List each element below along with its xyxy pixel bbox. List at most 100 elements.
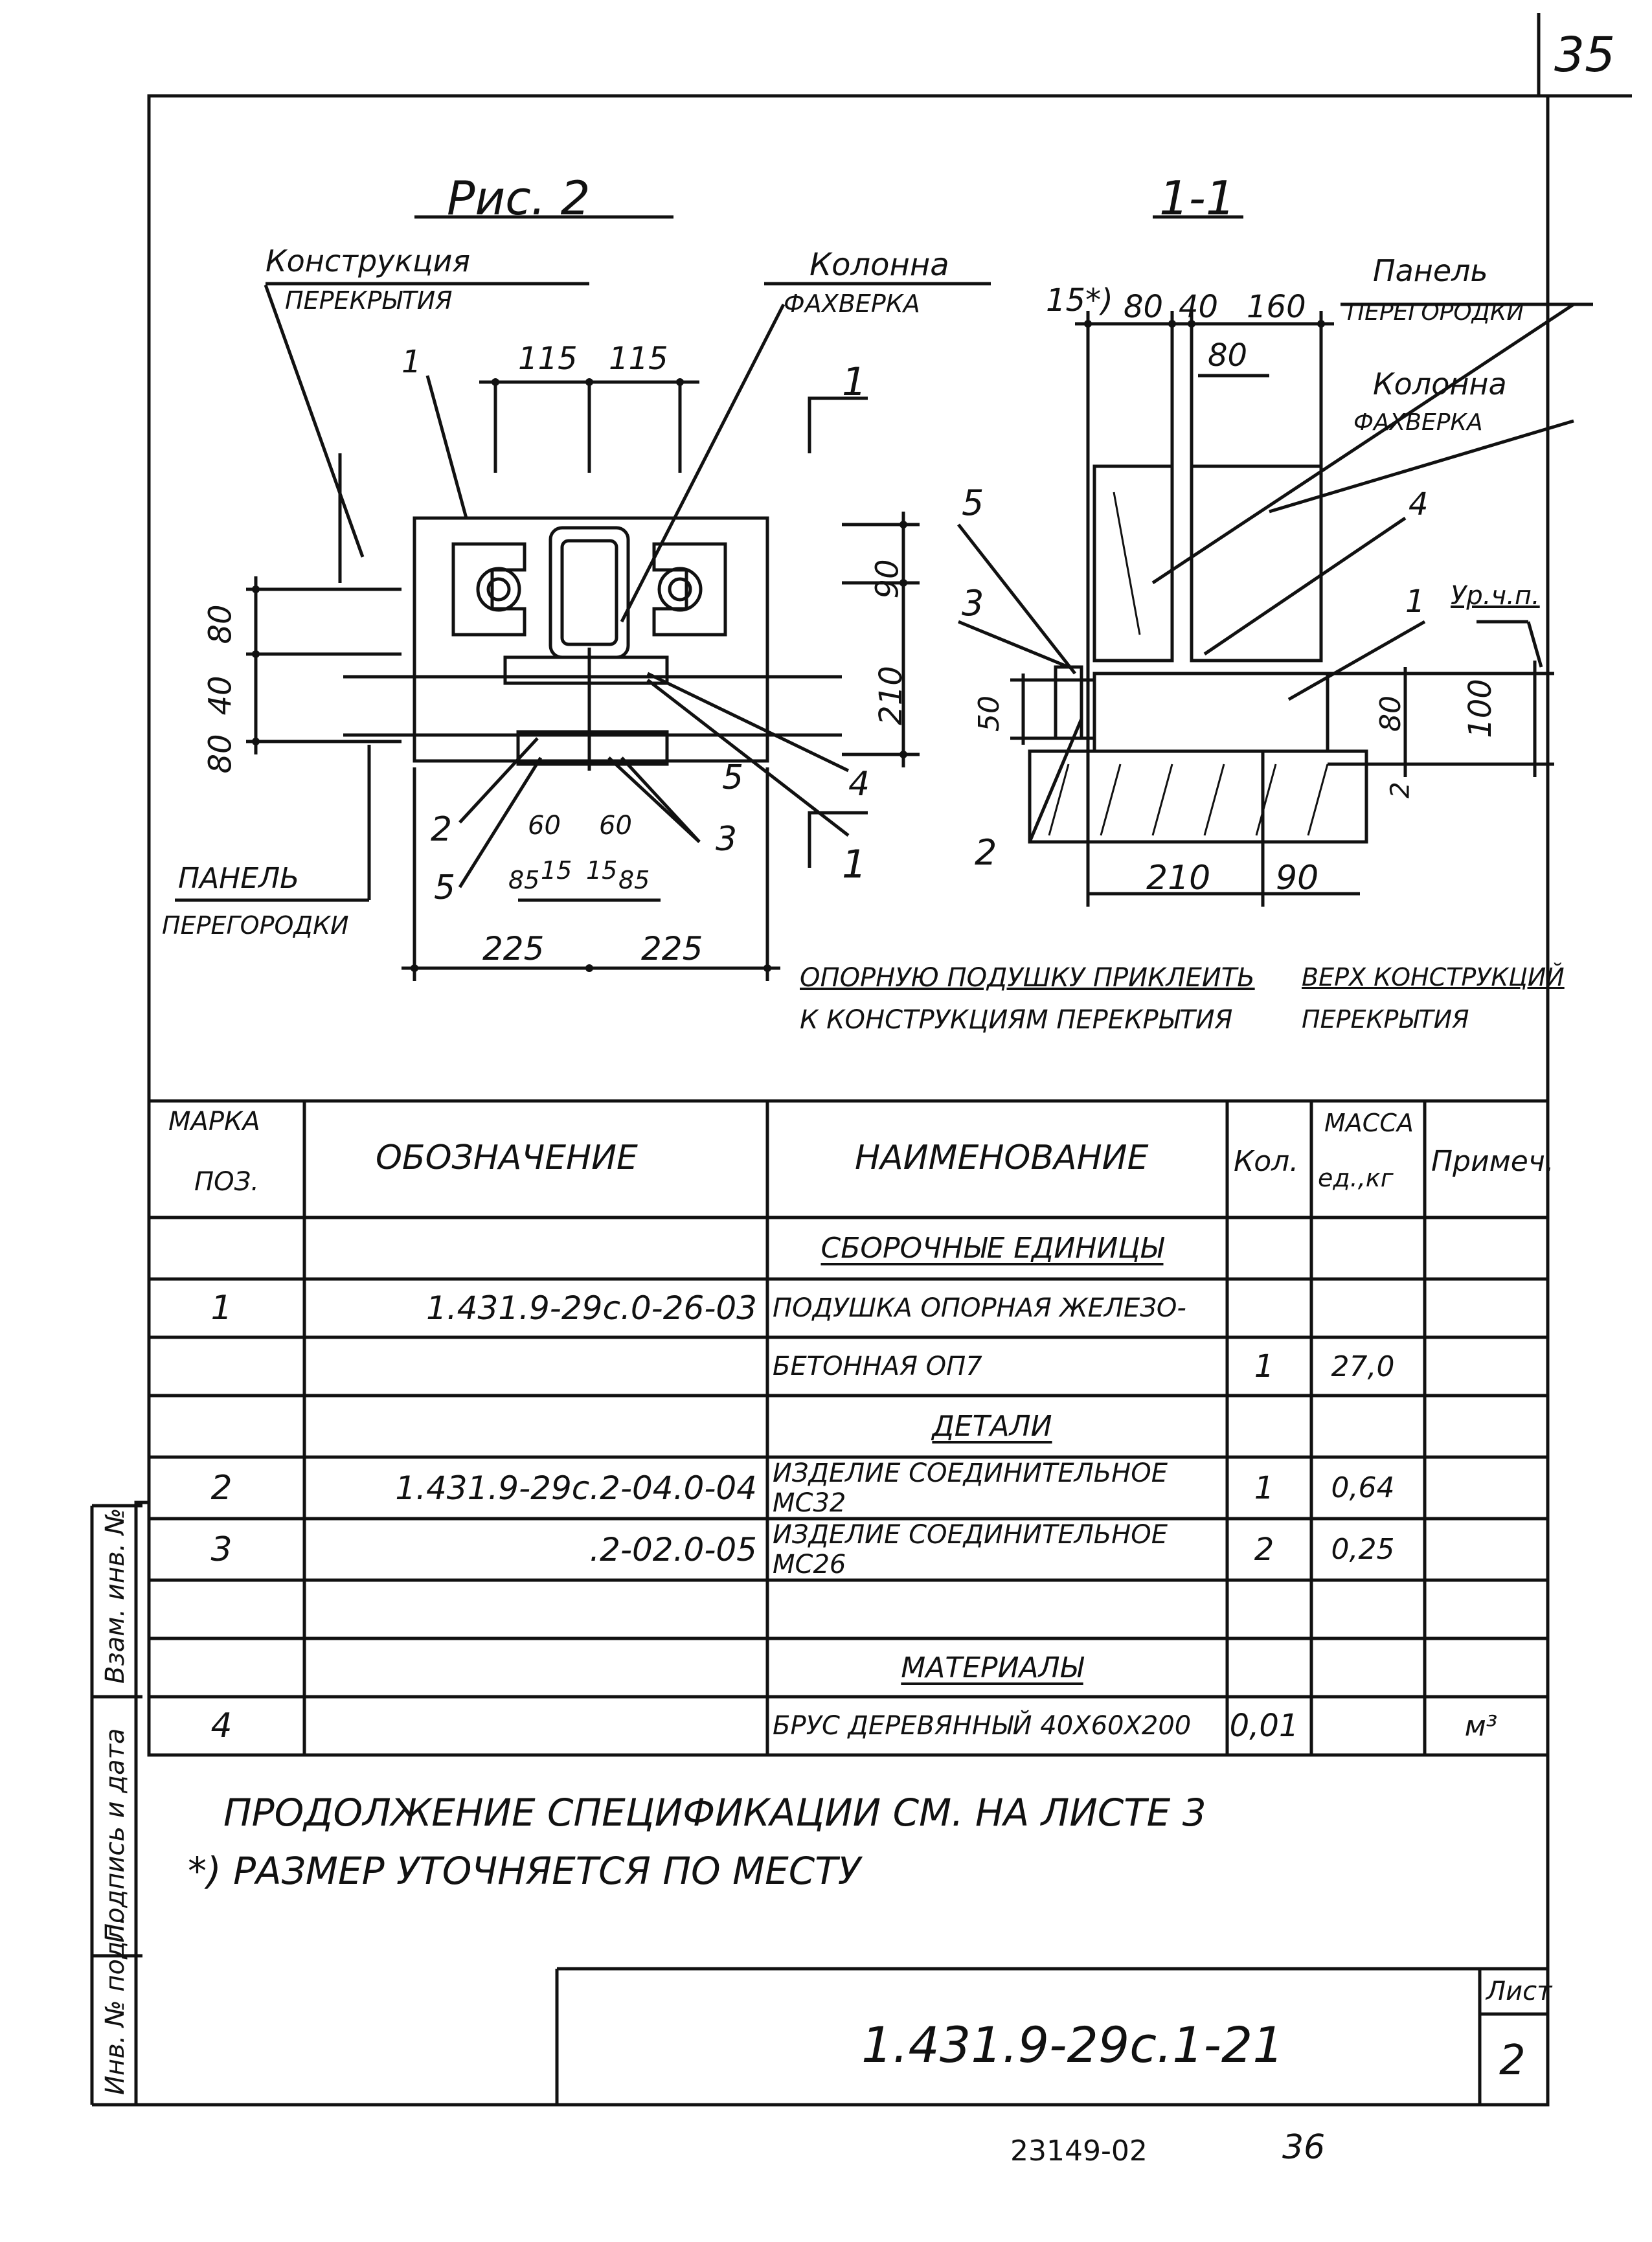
cell-mass [1311,1217,1414,1279]
header-note: Примеч. [1431,1145,1554,1178]
cell-designation [304,1697,762,1755]
archive-number: 23149-02 [1010,2134,1148,2168]
dim-label: 85 [508,866,540,894]
position-marker: 2 [975,832,997,873]
section-panel-label-2: перегородки [1347,299,1524,326]
dim-label: 15 [586,856,618,885]
position-marker: 2 [431,810,453,849]
dim-label: 210 [872,666,909,725]
dim-label: 85 [618,866,650,894]
cell-mark [149,1580,294,1638]
section-mark: 1 [842,842,867,887]
dim-label: 80 [1374,696,1407,732]
cell-name: Детали [932,1410,1052,1443]
floor-structure-label: Конструкция [266,243,471,278]
position-marker: 5 [434,868,456,907]
position-marker: 4 [848,765,870,804]
position-marker: 3 [716,820,738,859]
cell-mass: 27,0 [1331,1350,1395,1383]
cell-mark [149,1638,294,1697]
cell-mass: 0,25 [1331,1533,1395,1566]
cell-designation: .2-02.0-05 [589,1530,757,1568]
panel-label: Панель [178,862,300,895]
cell-mass [1311,1396,1414,1457]
cell-note [1425,1217,1537,1279]
cell-name [767,1580,1222,1638]
glue-note: Опорную подушку приклеить [800,963,1255,993]
header-mass: Масса [1324,1109,1414,1137]
cell-qty [1227,1279,1301,1337]
dim-label: 225 [482,930,545,968]
dim-label: 100 [1462,679,1499,738]
cell-mark: 3 [210,1530,232,1569]
position-marker: 4 [1409,486,1429,523]
header-mark-2: поз. [194,1167,259,1197]
dim-label: 60 [528,811,561,841]
sheet-number: 2 [1499,2037,1526,2085]
cell-qty: 1 [1254,1348,1274,1385]
cell-note [1425,1396,1537,1457]
cell-designation [304,1580,762,1638]
stamp-inv-replace: Взам. инв. № [100,1508,130,1684]
section-mark: 1 [842,359,867,405]
sheet-label: Лист [1486,1976,1552,2006]
cell-qty [1227,1396,1301,1457]
dim-label: 2 [1385,782,1416,798]
cell-mass [1311,1580,1414,1638]
stamp-sign-date: Подпись и дата [100,1728,130,1943]
top-note: Верх конструкций [1302,963,1565,991]
cell-mass [1311,1638,1414,1697]
header-qty: Кол. [1234,1145,1299,1178]
header-name: Наименование [855,1138,1149,1177]
section-column-label-2: фахверка [1353,409,1483,436]
cell-designation [304,1337,762,1396]
cell-qty [1227,1217,1301,1279]
cell-qty: 0,01 [1229,1708,1299,1744]
dim-label: 80 [1124,289,1164,325]
dim-label: 80 [202,734,239,774]
cell-note [1425,1337,1537,1396]
header-mark: Марка [168,1107,260,1137]
dim-label: 80 [1208,337,1248,374]
bottom-page: 36 [1282,2128,1326,2167]
panel-label-2: перегородки [162,911,349,940]
figure-title: Рис. 2 [447,171,591,225]
position-marker: 1 [402,344,422,380]
cell-name: Подушка опорная железо- [773,1293,1186,1323]
cell-note [1425,1638,1537,1697]
dim-label: 80 [202,604,239,644]
cell-mark [149,1396,294,1457]
dim-label: 60 [599,811,632,841]
cell-mass [1311,1697,1414,1755]
level-label: Ур.ч.п. [1451,581,1540,611]
cell-name: бетонная ОП7 [773,1352,982,1381]
dim-label: 225 [641,930,703,968]
section-column-label: Колонна [1373,367,1507,402]
cell-name: Брус деревянный 40х60х200 [773,1711,1192,1741]
cell-name: Материалы [901,1651,1083,1684]
position-marker: 3 [962,583,984,624]
cell-designation [304,1638,762,1697]
section-panel-label: Панель [1373,253,1488,288]
dim-label: 90 [1276,859,1319,898]
dim-label: 115 [609,341,668,377]
dim-label: 90 [869,559,906,599]
header-designation: Обозначение [376,1138,638,1177]
dim-label: 160 [1247,289,1306,325]
cell-mark: 2 [210,1468,232,1508]
position-marker: 5 [962,482,984,523]
cell-designation: 1.431.9-29с.2-04.0-04 [395,1469,757,1507]
cell-qty [1227,1638,1301,1697]
cell-mark [149,1337,294,1396]
cell-qty: 2 [1254,1531,1274,1568]
cell-note [1425,1519,1537,1580]
section-title: 1-1 [1159,171,1236,225]
cell-name: Сборочные единицы [820,1232,1164,1265]
cell-note [1425,1279,1537,1337]
cell-designation [304,1217,762,1279]
asterisk-note: *) Размер уточняется по месту [188,1849,861,1893]
position-marker: 5 [722,758,744,797]
top-note-2: перекрытия [1302,1005,1469,1034]
cell-note [1425,1457,1537,1519]
cell-designation: 1.431.9-29с.0-26-03 [425,1289,757,1327]
